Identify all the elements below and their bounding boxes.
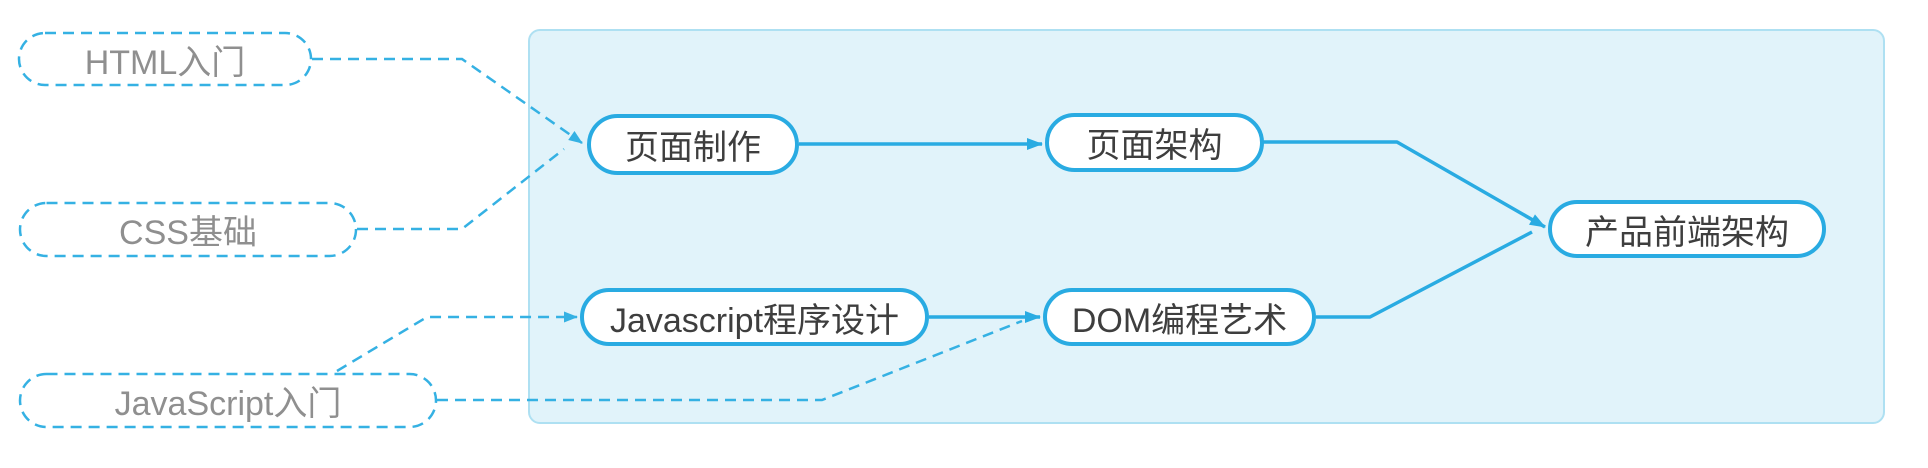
node-js-intro[interactable]: JavaScript入门 bbox=[20, 374, 436, 427]
node-html-intro-outline bbox=[17, 31, 313, 87]
node-html-intro[interactable]: HTML入门 bbox=[19, 33, 311, 85]
edge-html-intro-to-page-making bbox=[312, 57, 583, 145]
node-page-making-label: 页面制作 bbox=[625, 129, 761, 167]
node-js-programming[interactable]: Javascript程序设计 bbox=[580, 288, 929, 346]
node-product-frontend[interactable]: 产品前端架构 bbox=[1548, 200, 1826, 258]
node-page-framework-label: 页面架构 bbox=[1086, 127, 1223, 165]
node-page-making[interactable]: 页面制作 bbox=[587, 114, 799, 175]
node-js-programming-label: Javascript程序设计 bbox=[609, 301, 900, 340]
node-page-framework[interactable]: 页面架构 bbox=[1045, 113, 1264, 172]
node-dom-art-label: DOM编程艺术 bbox=[1071, 301, 1288, 340]
node-html-intro-label: HTML入门 bbox=[84, 43, 246, 82]
node-js-intro-label: JavaScript入门 bbox=[114, 385, 342, 423]
edge-page-framework-to-product-frontend bbox=[1263, 140, 1546, 229]
edge-js-intro-to-dom-art bbox=[437, 319, 1023, 402]
node-css-basics-outline bbox=[18, 201, 358, 258]
edge-css-basics-to-page-making bbox=[357, 148, 565, 231]
edge-dom-art-to-product-frontend bbox=[1316, 230, 1533, 319]
node-product-frontend-label: 产品前端架构 bbox=[1585, 213, 1789, 252]
node-dom-art[interactable]: DOM编程艺术 bbox=[1043, 288, 1316, 346]
edge-js-intro-to-js-programming bbox=[336, 311, 578, 373]
node-css-basics[interactable]: CSS基础 bbox=[20, 203, 356, 256]
node-css-basics-label: CSS基础 bbox=[119, 214, 257, 252]
node-js-intro-outline bbox=[18, 372, 438, 429]
